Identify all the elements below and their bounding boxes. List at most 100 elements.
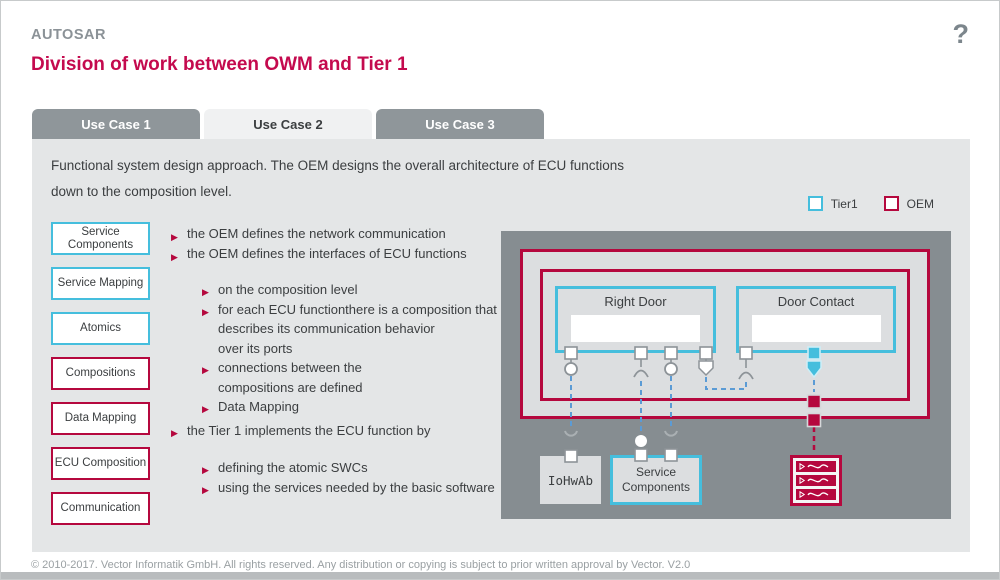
bullet-arrow-icon: ▶ [202,306,209,317]
step-label: Communication [60,502,141,514]
architecture-diagram: Right Door Door Contact IoHwAb Service C… [501,231,951,519]
bullet-arrow-icon: ▶ [171,252,178,262]
service-components-module-box: Service Components [610,455,702,505]
bullet-item: ▶ Data Mapping [171,397,516,417]
sender-interface-icon [698,360,714,377]
tab-use-case-3[interactable]: Use Case 3 [376,109,544,139]
provide-interface-icon [664,362,678,376]
receiver-interface-icon [738,371,754,380]
step-compositions[interactable]: Compositions [51,357,150,390]
component-title: Right Door [604,294,667,309]
step-service-mapping[interactable]: Service Mapping [51,267,150,300]
bullet-continuation: describes its communication behavior [171,319,516,339]
help-icon[interactable]: ? [952,19,970,49]
tier1-color-swatch [807,196,823,211]
bullet-item: ▶ on the composition level [171,280,516,300]
iohwab-module-box: IoHwAb [540,456,601,504]
oem-delegation-square [806,394,822,409]
bullet-text: using the services needed by the basic s… [218,479,495,495]
process-step-list: Service Components Service Mapping Atomi… [51,222,150,537]
require-interface-icon [633,369,649,378]
brand-logo-text: AUTOSAR [31,27,106,43]
tab-bar: Use Case 1 Use Case 2 Use Case 3 [32,109,544,139]
page-title: Division of work between OWM and Tier 1 [31,54,408,75]
bullet-item: ▶ the OEM defines the network communicati… [171,224,516,244]
bullet-text: connections between the [218,360,362,375]
spacer [171,440,516,458]
component-title: Door Contact [777,294,855,309]
step-ecu-composition[interactable]: ECU Composition [51,447,150,480]
connector-overlay [564,346,822,463]
step-label: Service Components [67,225,134,251]
bullet-arrow-icon: ▶ [202,404,209,414]
legend-label: Tier1 [830,196,858,211]
port-square [664,448,678,462]
step-label: Data Mapping [64,412,137,424]
provide-interface-icon [564,362,578,376]
port-square [564,346,578,360]
bullet-text: the OEM defines the network communicatio… [187,226,446,241]
module-label: Service Components [621,465,691,494]
signal-pdu-box [790,455,842,506]
bullet-text: over its ports [218,340,293,356]
module-label: IoHwAb [547,472,594,488]
step-label: ECU Composition [54,457,147,469]
bullet-item: ▶ the OEM defines the interfaces of ECU f… [171,244,516,264]
bullet-text: describes its communication behavior [218,321,435,336]
step-label: Atomics [80,322,121,334]
spacer [171,264,516,280]
bullet-item: ▶ connections between the [171,358,516,378]
bottom-bar [1,572,999,579]
port-square [634,448,648,462]
bullet-arrow-icon: ▶ [202,484,209,495]
bullet-continuation: over its ports [171,339,516,359]
step-label: Service Mapping [57,277,144,289]
tab-content-panel: Functional system design approach. The O… [32,139,970,552]
bullet-arrow-icon: ▶ [171,427,178,438]
connector-elbow-line [705,377,747,390]
component-inner-placeholder [752,315,881,342]
bullet-text: Data Mapping [218,399,299,414]
legend-item-tier1: Tier1 [807,196,858,211]
step-atomics[interactable]: Atomics [51,312,150,345]
component-inner-placeholder [571,315,700,342]
signal-rows-icon [796,461,836,500]
bullet-item: ▶ defining the atomic SWCs [171,458,516,478]
copyright-text: © 2010-2017. Vector Informatik GmbH. All… [31,559,691,571]
oem-delegation-square [806,412,822,428]
bullet-arrow-icon: ▶ [202,465,209,475]
bullet-text: for each ECU functionthere is a composit… [218,301,497,317]
bullet-item: ▶ using the services needed by the basic … [171,478,516,498]
bullet-arrow-icon: ▶ [202,365,209,375]
port-square [699,346,713,360]
bullet-text: compositions are defined [218,379,363,395]
bullet-text: the OEM defines the interfaces of ECU fu… [187,246,467,261]
port-square [739,346,753,360]
tier1-sender-arrow-icon [806,360,822,379]
bullet-continuation: compositions are defined [171,378,516,398]
bullet-text: the Tier 1 implements the ECU function b… [187,422,431,438]
port-square [564,449,578,463]
bullet-arrow-icon: ▶ [171,232,178,242]
socket-arc-icon [564,430,578,437]
ball-connector-icon [635,435,647,447]
right-door-component-box: Right Door [555,286,716,353]
step-data-mapping[interactable]: Data Mapping [51,402,150,435]
intro-text: Functional system design approach. The O… [51,158,625,199]
bullet-arrow-icon: ▶ [202,287,209,297]
bullet-text: on the composition level [218,282,358,297]
step-service-components[interactable]: Service Components [51,222,150,255]
step-communication[interactable]: Communication [51,492,150,525]
step-label: Compositions [65,367,136,379]
tab-use-case-1[interactable]: Use Case 1 [32,109,200,139]
port-square [664,346,678,360]
legend: Tier1 OEM [807,196,934,211]
bullet-text: defining the atomic SWCs [218,460,368,475]
bullet-list: ▶ the OEM defines the network communicati… [171,224,516,497]
tier1-port-square [807,346,821,360]
socket-arc-icon [664,430,678,437]
bullet-item: ▶ for each ECU functionthere is a composi… [171,300,516,320]
tab-use-case-2[interactable]: Use Case 2 [204,109,372,139]
legend-item-oem: OEM [883,196,934,211]
